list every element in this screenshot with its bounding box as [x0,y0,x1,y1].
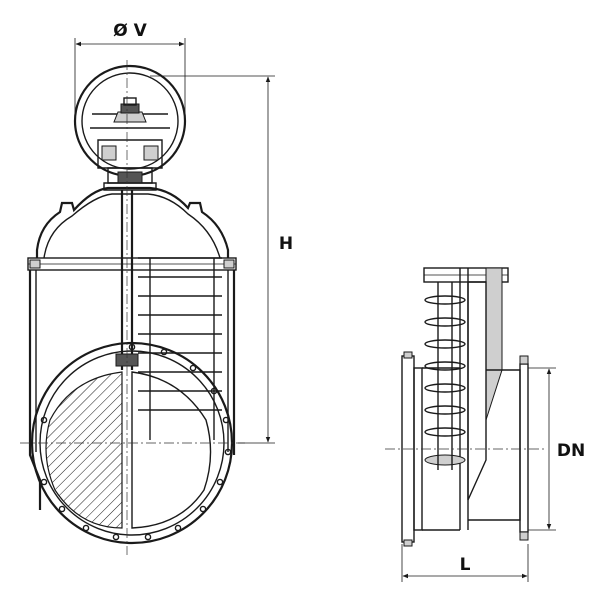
dimension-nominal-diameter: DN [528,367,585,531]
valve-stem [115,190,139,370]
front-view [20,60,245,555]
dimension-diameter-v: Ø V [74,21,186,118]
gate-right-half [131,371,212,529]
label-diameter-v: Ø V [113,21,147,41]
gate-wedge [45,371,123,529]
dimension-length: L [401,544,529,582]
gate-guide-ribs [138,257,222,440]
label-length: L [460,555,471,575]
valve-body [27,186,237,510]
side-gate-ribs [424,282,466,470]
side-view [385,267,545,547]
handwheel [73,64,187,178]
gearbox [97,139,163,191]
flange-bolt-holes [40,343,232,541]
label-height: H [279,234,293,254]
side-right-flange [519,355,529,541]
dimension-height: H [150,75,293,444]
label-nominal-diameter: DN [557,441,585,461]
